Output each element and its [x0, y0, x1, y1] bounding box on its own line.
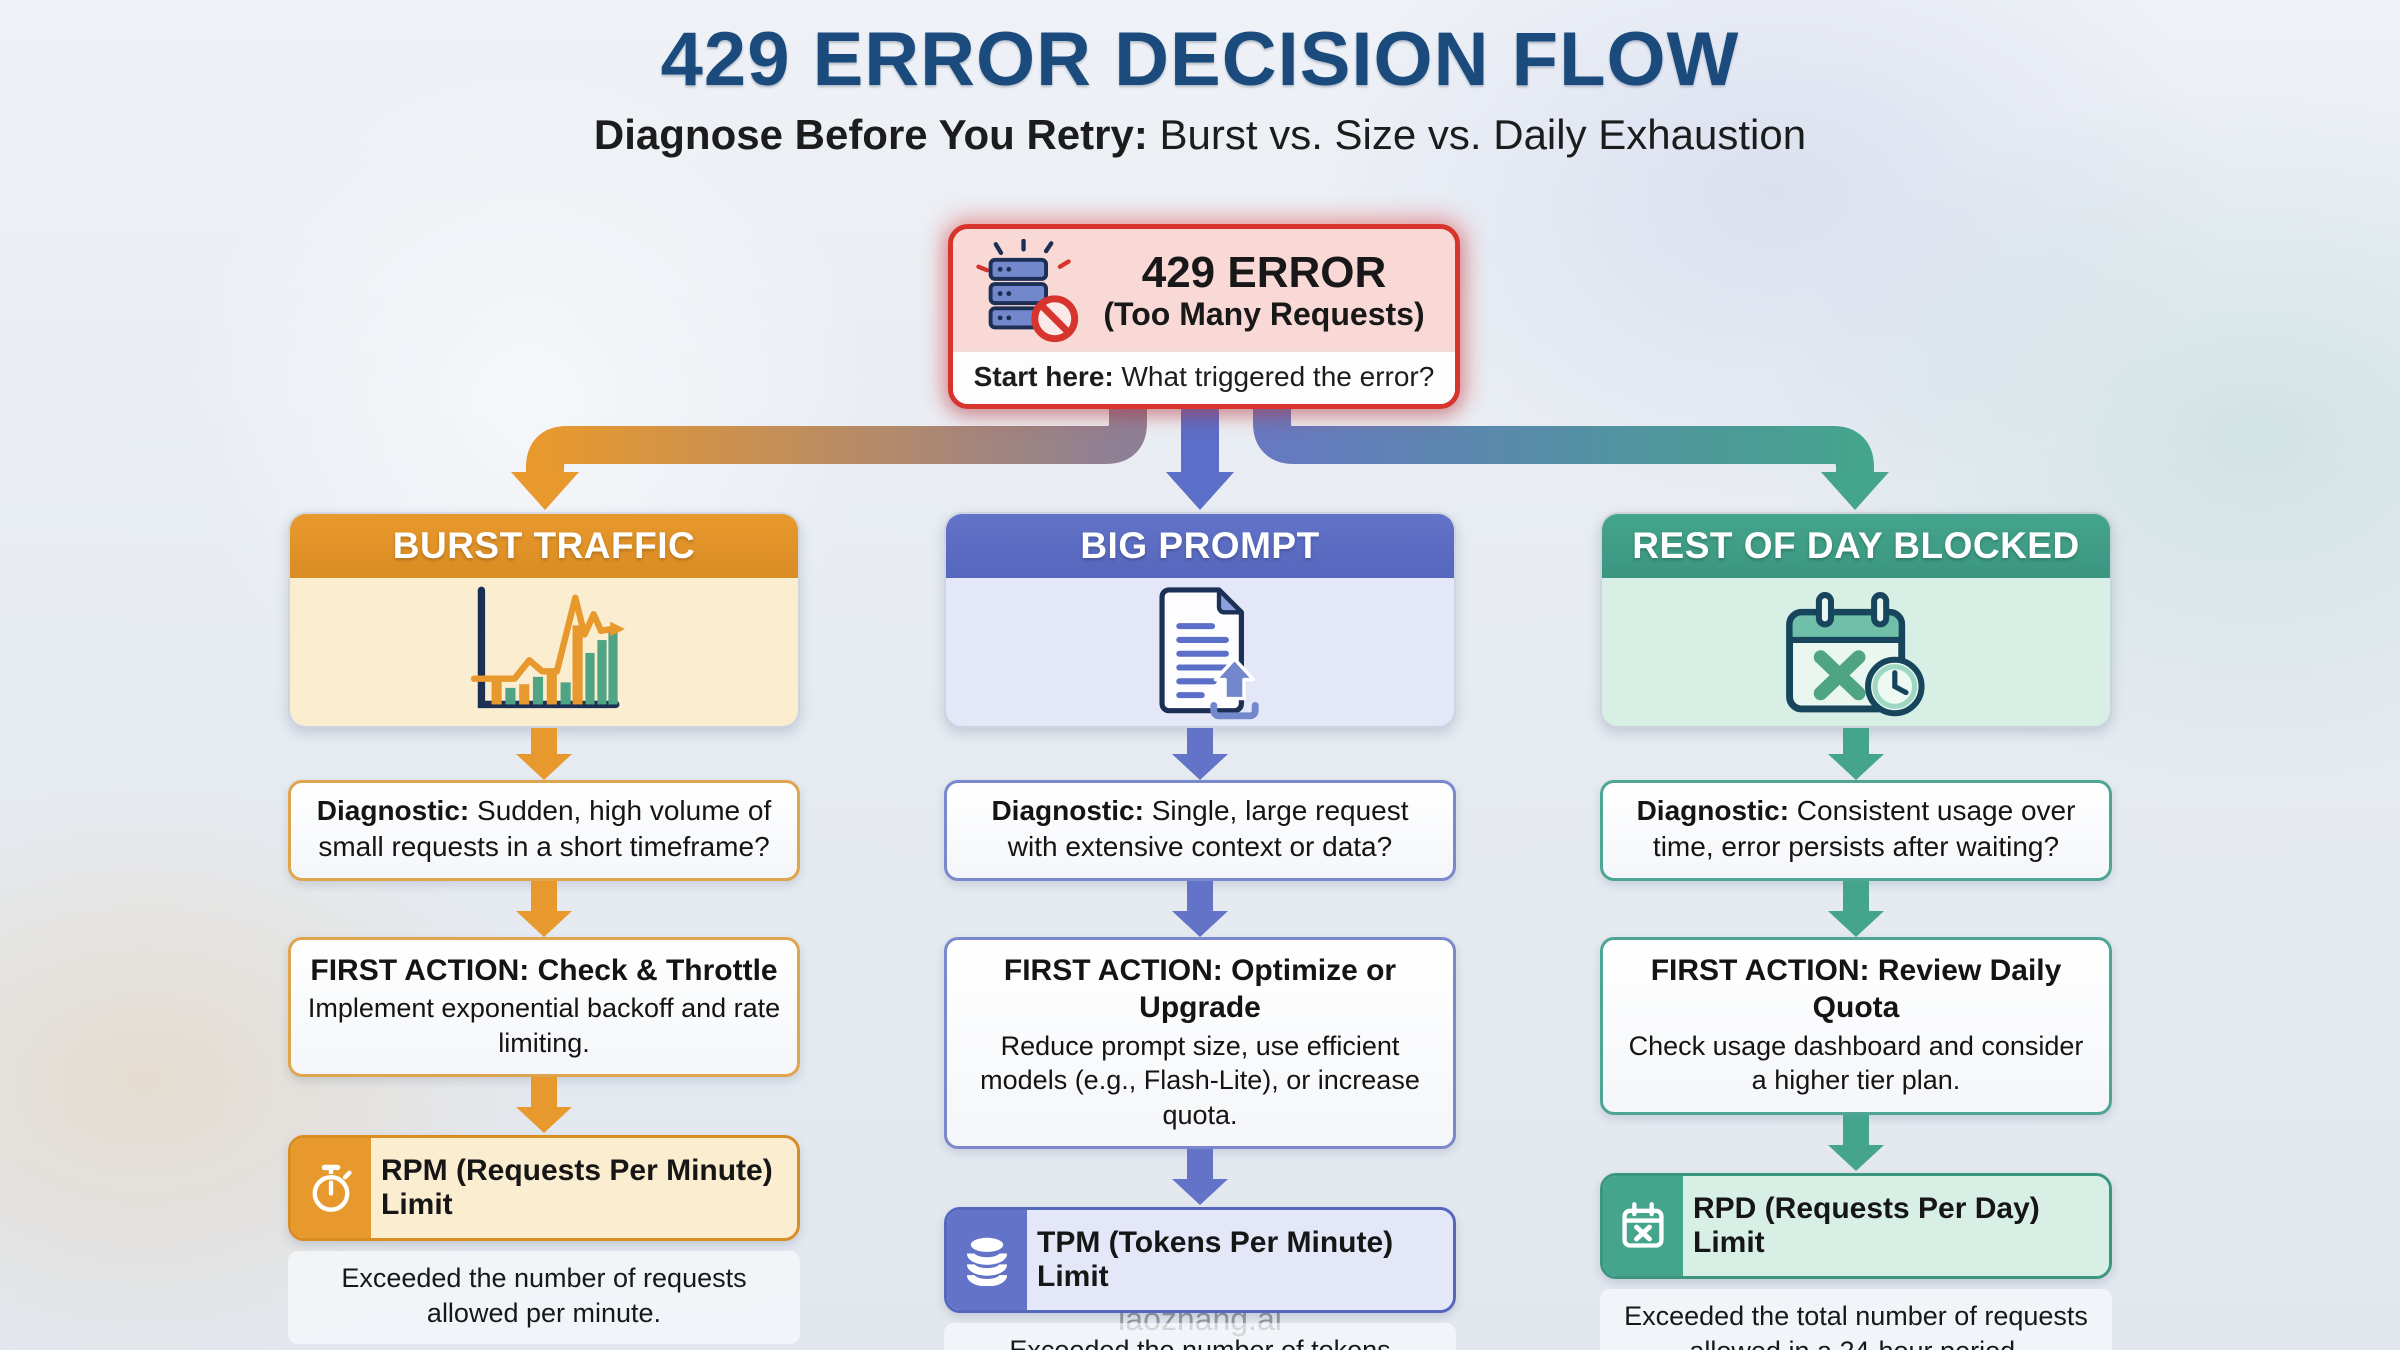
action-card: FIRST ACTION: Check & Throttle Implement…: [288, 936, 800, 1078]
subtitle-rest: Burst vs. Size vs. Daily Exhaustion: [1147, 111, 1807, 158]
root-node-top: 429 ERROR (Too Many Requests): [953, 229, 1455, 351]
limit-icon-box: [291, 1138, 371, 1239]
action-title: FIRST ACTION: Check & Throttle: [310, 953, 778, 987]
action-title: FIRST ACTION: Review Daily Quota: [1650, 953, 2062, 1025]
down-arrow: [516, 1077, 572, 1134]
branch-icon-area: [1602, 578, 2110, 726]
limit-label: RPM (Requests Per Minute) Limit: [371, 1138, 797, 1239]
page-title: 429 ERROR DECISION FLOW: [660, 17, 1740, 102]
limit-pill: RPD (Requests Per Day) Limit: [1600, 1172, 2112, 1279]
arrowhead-middle: [1166, 472, 1234, 510]
page-subtitle: Diagnose Before You Retry: Burst vs. Siz…: [0, 111, 2400, 159]
subtitle-bold: Diagnose Before You Retry:: [593, 111, 1148, 158]
action-card: FIRST ACTION: Review Daily Quota Check u…: [1600, 936, 2112, 1115]
down-arrow: [1172, 1149, 1228, 1206]
branch-card: REST OF DAY BLOCKED: [1600, 512, 2112, 728]
diagnostic-text: Single, large request with extensive con…: [1007, 795, 1409, 863]
diagnostic-card: Diagnostic: Sudden, high volume of small…: [288, 780, 800, 881]
down-arrow: [1828, 728, 1884, 780]
calendar-x-icon: [1622, 1202, 1664, 1248]
root-title: 429 ERROR: [1141, 248, 1387, 298]
down-arrow: [1172, 728, 1228, 780]
root-node-prompt: Start here: What triggered the error?: [953, 351, 1455, 404]
limit-label: TPM (Tokens Per Minute) Limit: [1027, 1210, 1453, 1311]
limit-icon-box: [1603, 1175, 1683, 1276]
action-card: FIRST ACTION: Optimize or Upgrade Reduce…: [944, 936, 1456, 1150]
diagnostic-text: Consistent usage over time, error persis…: [1652, 795, 2076, 863]
diagnostic-text: Sudden, high volume of small requests in…: [318, 795, 772, 863]
diagnostic-label: Diagnostic:: [316, 795, 470, 826]
limit-description: Exceeded the total number of requests al…: [1600, 1288, 2112, 1350]
limit-pill: TPM (Tokens Per Minute) Limit: [944, 1207, 1456, 1314]
database-icon: [966, 1238, 1008, 1287]
diagnostic-label: Diagnostic:: [991, 795, 1144, 826]
branch-burst-traffic: BURST TRAFFIC: [288, 512, 800, 1344]
calendar-blocked-icon: [1786, 592, 1925, 717]
diagnostic-label: Diagnostic:: [1636, 795, 1790, 826]
root-node-text: 429 ERROR (Too Many Requests): [1093, 248, 1435, 332]
root-prompt-bold: Start here:: [973, 361, 1114, 392]
burst-chart-icon: [470, 586, 625, 709]
branch-header: BURST TRAFFIC: [290, 514, 798, 578]
down-arrow: [1828, 1114, 1884, 1171]
down-arrow: [1172, 880, 1228, 937]
server-error-icon: [976, 239, 1079, 343]
down-arrow: [1828, 880, 1884, 937]
root-subtitle: (Too Many Requests): [1103, 295, 1425, 332]
action-body: Implement exponential backoff and rate l…: [307, 993, 781, 1058]
limit-description: Exceeded the number of requests allowed …: [288, 1251, 800, 1344]
branch-icon-area: [290, 578, 798, 726]
branch-icon-area: [946, 578, 1454, 726]
diagnostic-card: Diagnostic: Consistent usage over time, …: [1600, 780, 2112, 881]
limit-label: RPD (Requests Per Day) Limit: [1683, 1175, 2109, 1276]
branch-card: BURST TRAFFIC: [288, 512, 800, 728]
action-title: FIRST ACTION: Optimize or Upgrade: [1003, 953, 1397, 1025]
action-body: Check usage dashboard and consider a hig…: [1628, 1030, 2084, 1096]
branch-rest-of-day-blocked: REST OF DAY BLOCKED Di: [1600, 512, 2112, 1350]
diagnostic-card: Diagnostic: Single, large request with e…: [944, 780, 1456, 881]
branch-card: BIG PROMPT: [944, 512, 1456, 728]
branch-header: REST OF DAY BLOCKED: [1602, 514, 2110, 578]
document-upload-icon: [1159, 587, 1259, 720]
branch-big-prompt: BIG PROMPT Diagnostic: Single, large req…: [944, 512, 1456, 1350]
root-node-429-error: 429 ERROR (Too Many Requests) Start here…: [948, 224, 1460, 409]
down-arrow: [516, 728, 572, 780]
down-arrow: [516, 880, 572, 937]
arrowhead-left: [511, 472, 579, 510]
arrowhead-right: [1821, 472, 1889, 510]
stopwatch-icon: [312, 1165, 352, 1213]
limit-description: Exceeded the number of tokens processed …: [944, 1323, 1456, 1350]
limit-pill: RPM (Requests Per Minute) Limit: [288, 1135, 800, 1242]
root-prompt-rest: What triggered the error?: [1113, 361, 1435, 392]
action-body: Reduce prompt size, use efficient models…: [980, 1030, 1420, 1130]
header: 429 ERROR DECISION FLOW Diagnose Before …: [0, 16, 2400, 159]
limit-icon-box: [947, 1210, 1027, 1311]
branch-header: BIG PROMPT: [946, 514, 1454, 578]
